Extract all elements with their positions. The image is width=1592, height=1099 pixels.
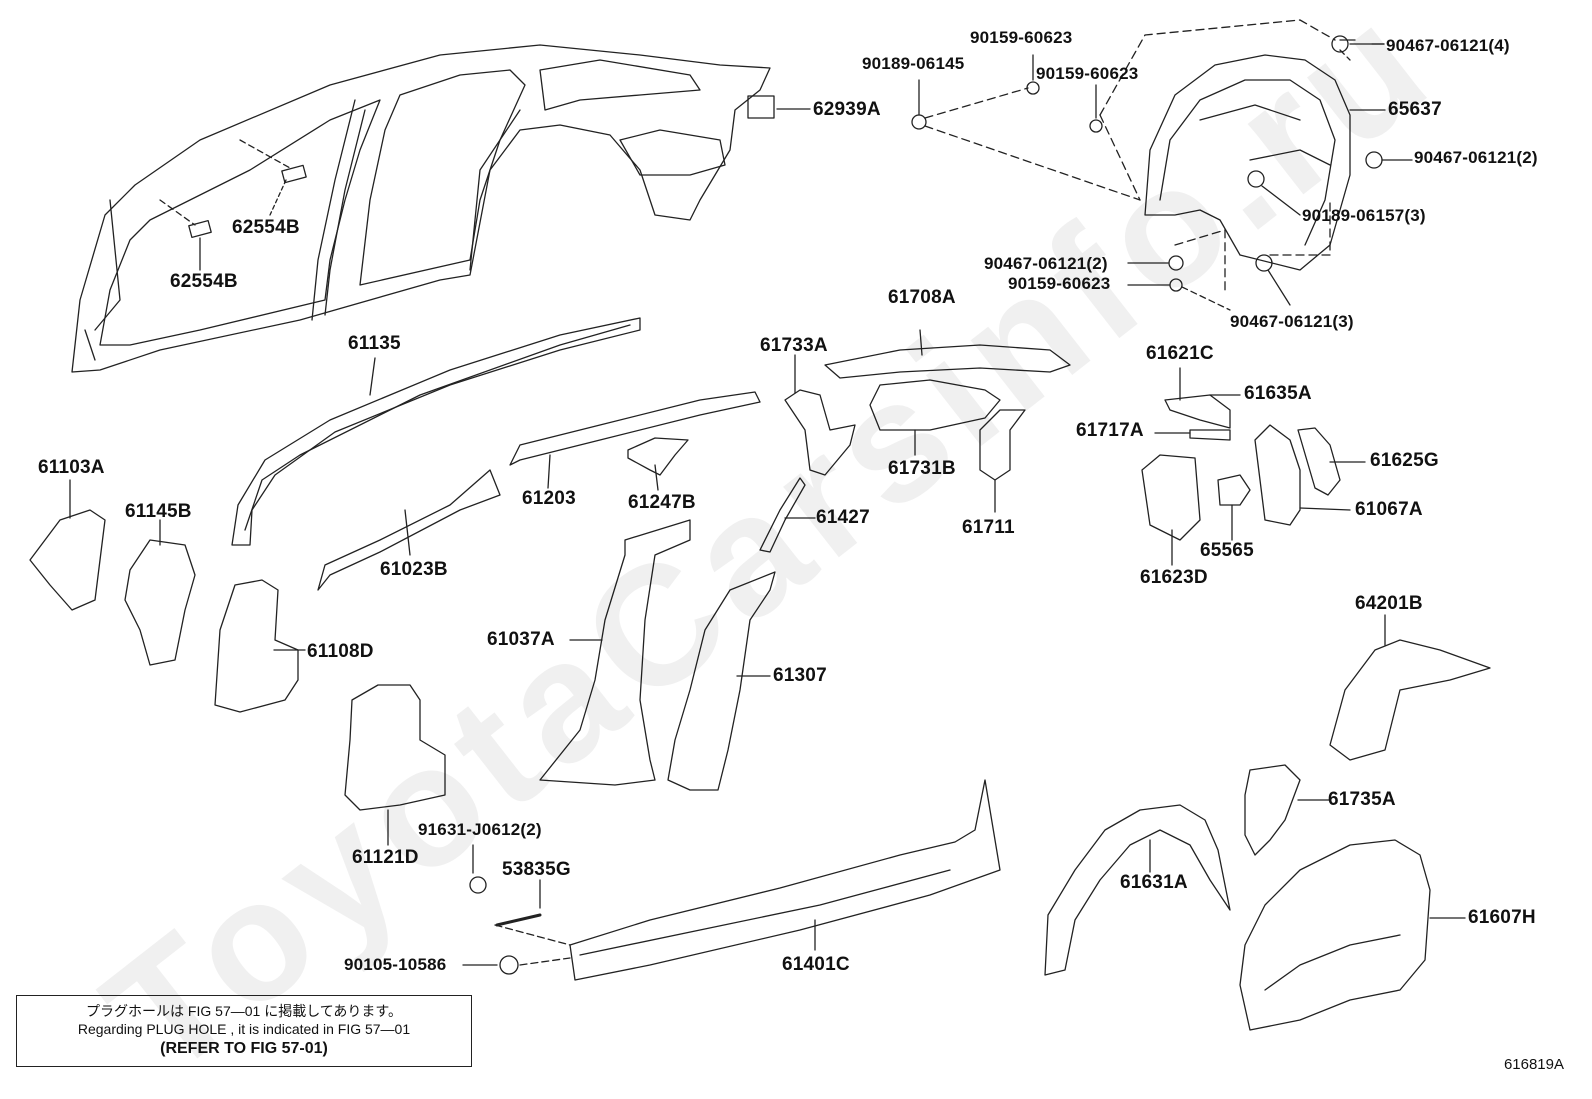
label-61307[interactable]: 61307	[773, 665, 827, 686]
label-61037a[interactable]: 61037A	[487, 629, 555, 650]
clip-icon	[1365, 151, 1383, 169]
left-panels-drawing	[29, 479, 306, 713]
label-61735a[interactable]: 61735A	[1328, 789, 1396, 810]
note-english: Regarding PLUG HOLE , it is indicated in…	[77, 1021, 411, 1037]
diagram-ref-code: 616819A	[1503, 1056, 1564, 1073]
note-refer: (REFER TO FIG 57-01)	[160, 1040, 328, 1057]
rocker-drawing	[462, 779, 1001, 981]
note-japanese: プラグホールは FIG 57—01 に掲載してあります。	[86, 1003, 402, 1019]
label-61733a[interactable]: 61733A	[760, 335, 828, 356]
label-90189-06157-3[interactable]: 90189-06157(3)	[1302, 206, 1426, 225]
plug-62939a	[747, 95, 775, 119]
label-61623d[interactable]: 61623D	[1140, 567, 1208, 588]
label-61067a[interactable]: 61067A	[1355, 499, 1423, 520]
label-90159-60623[interactable]: 90159-60623	[970, 28, 1073, 47]
label-61135[interactable]: 61135	[348, 333, 401, 354]
label-61731b[interactable]: 61731B	[888, 458, 956, 479]
label-61121d[interactable]: 61121D	[352, 847, 419, 868]
label-64201b[interactable]: 64201B	[1355, 593, 1423, 614]
center-pillar-drawing	[759, 329, 1071, 553]
label-61625g[interactable]: 61625G	[1370, 450, 1439, 471]
screw-icon	[1169, 278, 1183, 292]
label-62554b[interactable]: 62554B	[170, 271, 238, 292]
label-61023b[interactable]: 61023B	[380, 559, 448, 580]
right-lower-parts-drawing	[1044, 614, 1491, 1031]
label-61247b[interactable]: 61247B	[628, 492, 696, 513]
clip-icon	[1255, 254, 1273, 272]
clip-icon	[1247, 170, 1265, 188]
bolt-icon	[469, 876, 487, 894]
clip-icon	[1331, 35, 1349, 53]
label-90105-10586[interactable]: 90105-10586	[344, 955, 447, 974]
label-90189-06145[interactable]: 90189-06145	[862, 54, 965, 73]
label-61203[interactable]: 61203	[522, 488, 576, 509]
label-61607h[interactable]: 61607H	[1468, 907, 1536, 928]
label-61103a[interactable]: 61103A	[38, 457, 105, 478]
label-61108d[interactable]: 61108D	[307, 641, 374, 662]
label-61635a[interactable]: 61635A	[1244, 383, 1312, 404]
label-90467-06121-3[interactable]: 90467-06121(3)	[1230, 312, 1354, 331]
b-pillar-drawing	[344, 519, 776, 846]
right-small-parts-drawing	[1141, 367, 1366, 566]
screw-icon	[1089, 119, 1103, 133]
label-53835g[interactable]: 53835G	[502, 859, 571, 880]
side-outer-panel-drawing	[71, 44, 811, 373]
label-62939a[interactable]: 62939A	[813, 99, 881, 120]
bolt-icon	[499, 955, 519, 975]
label-61401c[interactable]: 61401C	[782, 954, 850, 975]
label-62554b[interactable]: 62554B	[232, 217, 300, 238]
clip-icon	[1168, 255, 1184, 271]
inner-rails-drawing	[317, 391, 761, 591]
label-90467-06121-2[interactable]: 90467-06121(2)	[984, 254, 1108, 273]
roof-rail-drawing	[231, 317, 641, 546]
label-65637[interactable]: 65637	[1388, 99, 1442, 120]
label-90159-60623[interactable]: 90159-60623	[1036, 64, 1139, 83]
label-61708a[interactable]: 61708A	[888, 287, 956, 308]
label-90467-06121-2[interactable]: 90467-06121(2)	[1414, 148, 1538, 167]
label-61717a[interactable]: 61717A	[1076, 420, 1144, 441]
label-61427[interactable]: 61427	[816, 507, 870, 528]
label-91631-j0612-2[interactable]: 91631-J0612(2)	[418, 820, 542, 839]
clip-icon	[911, 114, 927, 130]
label-65565[interactable]: 65565	[1200, 540, 1254, 561]
label-61631a[interactable]: 61631A	[1120, 872, 1188, 893]
label-90159-60623[interactable]: 90159-60623	[1008, 274, 1111, 293]
fender-liner-drawing	[911, 19, 1413, 311]
label-61711[interactable]: 61711	[962, 517, 1015, 538]
label-61621c[interactable]: 61621C	[1146, 343, 1214, 364]
label-90467-06121-4[interactable]: 90467-06121(4)	[1386, 36, 1510, 55]
plug-hole-note: プラグホールは FIG 57—01 に掲載してあります。 Regarding P…	[16, 995, 472, 1067]
label-61145b[interactable]: 61145B	[125, 501, 192, 522]
